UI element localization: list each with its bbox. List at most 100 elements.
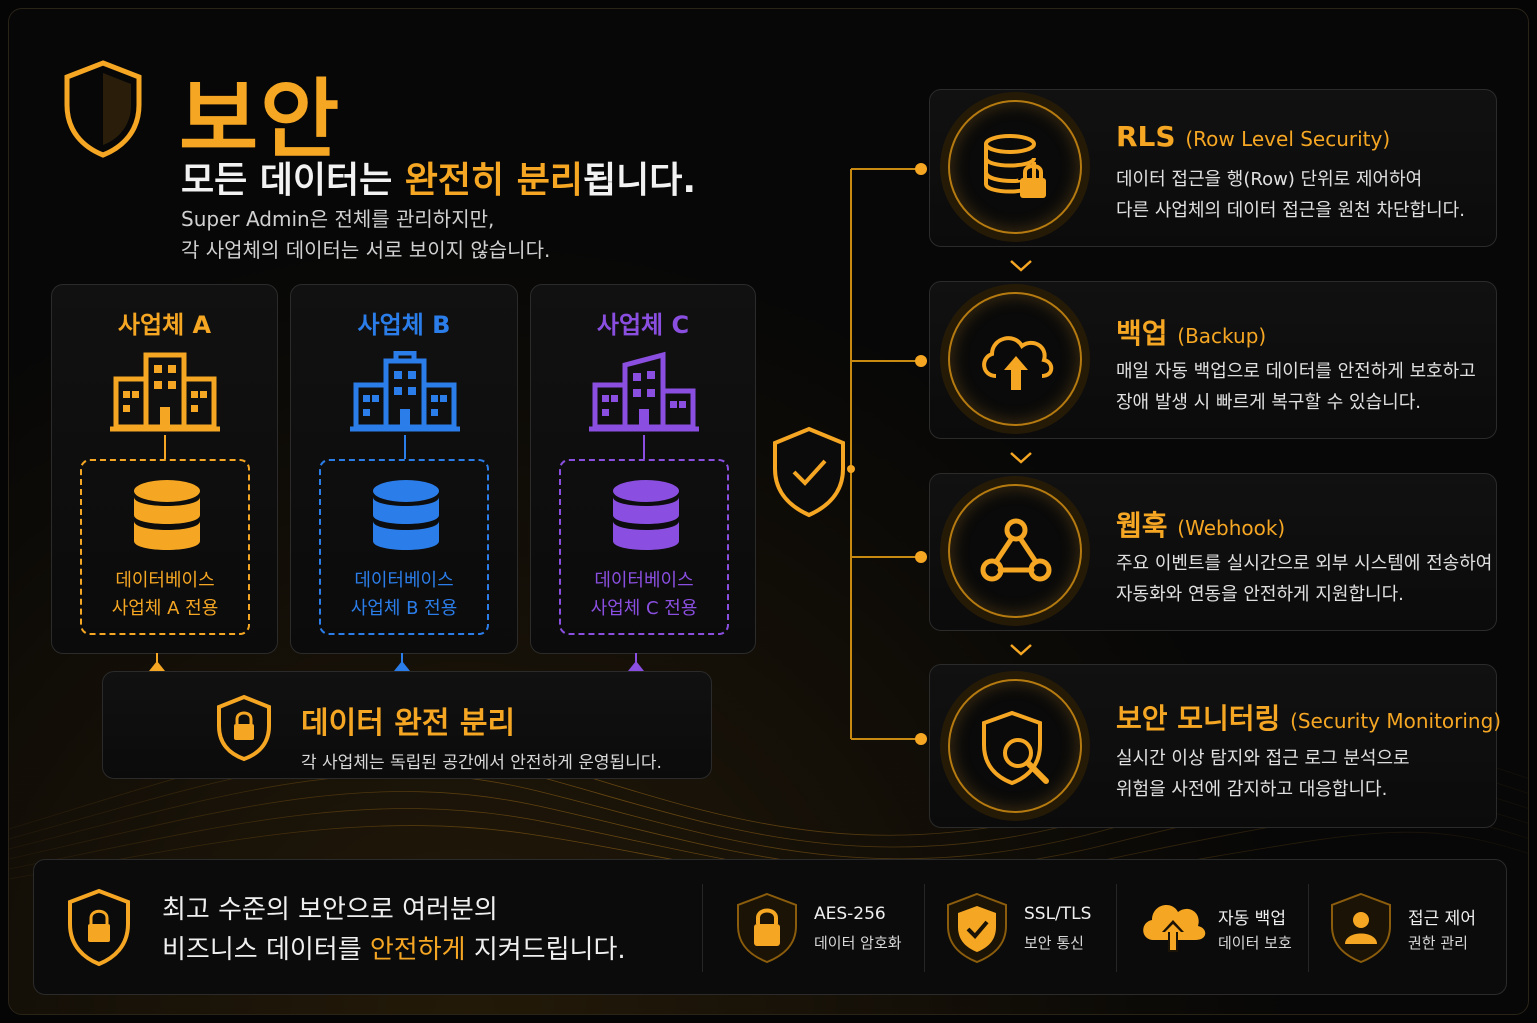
subtitle-highlight-2: 분리	[516, 160, 583, 201]
database-label-line-2: 사업체 A 전용	[111, 598, 219, 619]
badge-title: SSL/TLS	[1024, 904, 1092, 924]
feature-desc-line-2: 자동화와 연동을 안전하게 지원합니다.	[1116, 584, 1404, 605]
badge-subtitle: 데이터 보호	[1218, 934, 1292, 952]
business-card-c: 사업체 C 데이터베이스 사업체 C 전용	[530, 284, 756, 654]
shield-lock-icon	[217, 694, 271, 762]
feature-title-english: (Row Level Security)	[1185, 127, 1391, 151]
feature-icon-circle	[948, 484, 1082, 618]
bottom-line-1: 최고 수준의 보안으로 여러분의	[162, 895, 498, 925]
feature-desc-line-1: 매일 자동 백업으로 데이터를 안전하게 보호하고	[1116, 361, 1476, 382]
badge-subtitle: 데이터 암호화	[814, 934, 902, 952]
separation-connectors	[149, 653, 644, 671]
separation-description: 각 사업체는 독립된 공간에서 안전하게 운영됩니다.	[301, 753, 662, 773]
badge-ssl: SSL/TLS 보안 통신	[944, 882, 1124, 974]
database-icon	[373, 480, 439, 550]
business-card-b: 사업체 B 데이터베이스 사업체 B 전용	[290, 284, 518, 654]
connector-line	[643, 435, 645, 459]
separation-title: 데이터 완전 분리	[301, 706, 516, 741]
feature-title: 백업 (Backup)	[1116, 312, 1266, 352]
database-label: 데이터베이스 사업체 A 전용	[82, 567, 248, 623]
feature-desc-line-1: 실시간 이상 탐지와 접근 로그 분석으로	[1116, 748, 1410, 769]
badge-subtitle: 권한 관리	[1408, 934, 1468, 952]
feature-title-english: (Security Monitoring)	[1290, 709, 1502, 733]
connection-tree	[773, 163, 927, 745]
badge-title: AES-256	[814, 904, 886, 924]
database-label-line-2: 사업체 B 전용	[350, 598, 458, 619]
bottom-line-2-end: 지켜드립니다.	[465, 935, 626, 965]
feature-title: 보안 모니터링 (Security Monitoring)	[1116, 697, 1501, 737]
subtitle-text: 모든 데이터는	[181, 160, 405, 201]
business-name: 사업체 B	[357, 311, 451, 339]
bottom-line-2-text: 비즈니스 데이터를	[162, 935, 370, 965]
database-label-line-2: 사업체 C 전용	[590, 598, 698, 619]
feature-icon-circle	[948, 100, 1082, 234]
bottom-banner: 최고 수준의 보안으로 여러분의 비즈니스 데이터를 안전하게 지켜드립니다. …	[33, 859, 1507, 995]
feature-title-english: (Backup)	[1177, 324, 1267, 348]
bottom-message: 최고 수준의 보안으로 여러분의 비즈니스 데이터를 안전하게 지켜드립니다.	[162, 890, 626, 970]
database-box: 데이터베이스 사업체 A 전용	[80, 459, 250, 635]
user-shield-icon	[1331, 892, 1391, 964]
chevron-down-icon	[1010, 452, 1032, 464]
subtitle-space	[504, 160, 517, 201]
infographic-frame: 보안 모든 데이터는 완전히 분리됩니다. Super Admin은 전체를 관…	[8, 8, 1529, 1015]
feature-desc-line-2: 다른 사업체의 데이터 접근을 원천 차단합니다.	[1116, 200, 1465, 221]
badge-backup: 자동 백업 데이터 보호	[1138, 882, 1318, 974]
feature-title: 웹훅 (Webhook)	[1116, 504, 1285, 544]
bottom-line-2: 비즈니스 데이터를 안전하게 지켜드립니다.	[162, 930, 626, 970]
database-lock-icon	[984, 134, 1046, 198]
page-description: Super Admin은 전체를 관리하지만, 각 사업체의 데이터는 서로 보…	[181, 204, 550, 266]
feature-title-english: (Webhook)	[1177, 516, 1286, 540]
divider	[702, 884, 703, 972]
feature-desc-line-1: 주요 이벤트를 실시간으로 외부 시스템에 전송하여	[1116, 553, 1493, 574]
database-label-line-1: 데이터베이스	[354, 570, 454, 591]
divider	[1116, 884, 1117, 972]
desc-line-2: 각 사업체의 데이터는 서로 보이지 않습니다.	[181, 238, 551, 262]
feature-desc-line-2: 위험을 사전에 감지하고 대응합니다.	[1116, 779, 1388, 800]
divider	[1308, 884, 1309, 972]
subtitle-highlight-1: 완전히	[404, 160, 505, 201]
database-box: 데이터베이스 사업체 C 전용	[559, 459, 729, 635]
database-label-line-1: 데이터베이스	[115, 570, 215, 591]
business-name: 사업체 C	[596, 311, 690, 339]
feature-title-main: RLS	[1116, 120, 1176, 153]
feature-icon-circle	[948, 292, 1082, 426]
feature-title-main: 웹훅	[1116, 509, 1168, 542]
page-subtitle: 모든 데이터는 완전히 분리됩니다.	[181, 151, 696, 203]
feature-card-monitoring: 보안 모니터링 (Security Monitoring) 실시간 이상 탐지와…	[929, 664, 1501, 828]
shield-check-icon	[947, 892, 1007, 964]
badge-title: 접근 제어	[1408, 909, 1476, 929]
connector-line	[404, 435, 406, 459]
shield-search-icon	[982, 710, 1049, 786]
badge-access: 접근 제어 권한 관리	[1328, 882, 1498, 974]
feature-card-rls: RLS (Row Level Security) 데이터 접근을 행(Row) …	[929, 89, 1497, 247]
shield-lock-icon	[68, 888, 130, 967]
database-icon	[134, 480, 200, 550]
chevron-down-icon	[1010, 644, 1032, 656]
feature-desc-line-1: 데이터 접근을 행(Row) 단위로 제어하여	[1116, 169, 1423, 190]
cloud-upload-icon	[982, 336, 1054, 390]
page-title: 보안	[179, 70, 342, 170]
badge-aes: AES-256 데이터 암호화	[734, 882, 914, 974]
webhook-icon	[980, 518, 1052, 582]
business-card-a: 사업체 A 데이터베이스 사업체 A 전용	[51, 284, 278, 654]
divider	[924, 884, 925, 972]
lock-icon	[737, 892, 797, 964]
business-name: 사업체 A	[117, 311, 212, 339]
feature-title-main: 보안 모니터링	[1116, 702, 1281, 735]
feature-title-main: 백업	[1116, 317, 1168, 350]
feature-desc-line-2: 장애 발생 시 빠르게 복구할 수 있습니다.	[1116, 392, 1422, 413]
badge-subtitle: 보안 통신	[1024, 934, 1084, 952]
chevron-down-icon	[1010, 260, 1032, 272]
building-icon	[350, 351, 460, 432]
database-box: 데이터베이스 사업체 B 전용	[319, 459, 489, 635]
subtitle-end: 됩니다.	[582, 160, 697, 201]
building-icon	[589, 351, 699, 432]
feature-title: RLS (Row Level Security)	[1116, 120, 1390, 153]
database-icon	[613, 480, 679, 550]
badge-title: 자동 백업	[1218, 909, 1286, 929]
feature-icon-circle	[948, 679, 1082, 813]
